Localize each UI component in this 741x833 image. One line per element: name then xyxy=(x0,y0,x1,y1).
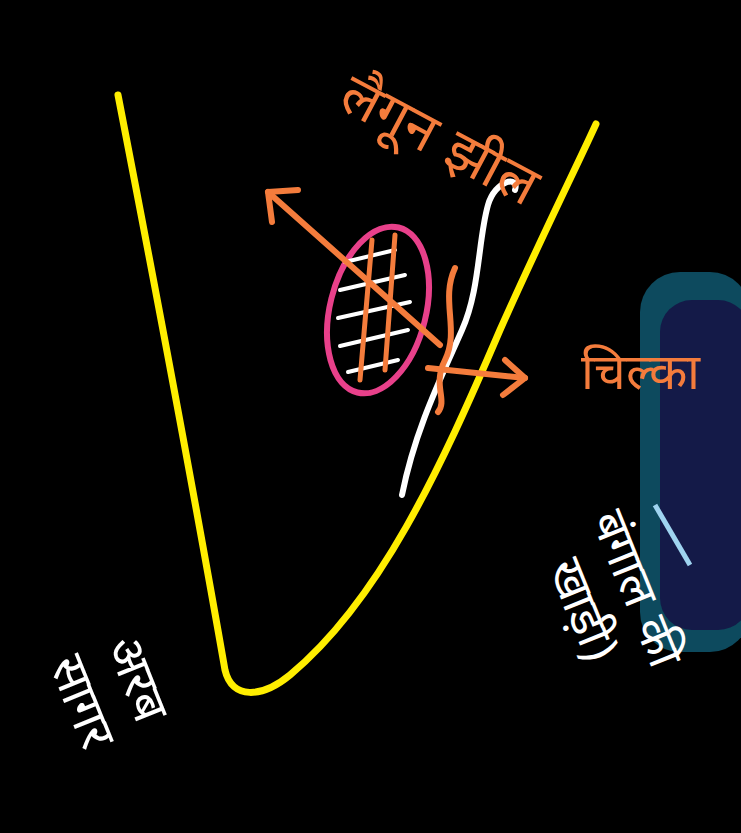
pointer-arrows xyxy=(268,190,525,412)
map-label: अरब सागर xyxy=(24,593,195,786)
map-label: चिल्का xyxy=(555,342,725,402)
lagoon-strokes xyxy=(360,235,395,380)
map-label: लैगून झील xyxy=(221,2,659,277)
overlay-mark xyxy=(655,505,690,565)
